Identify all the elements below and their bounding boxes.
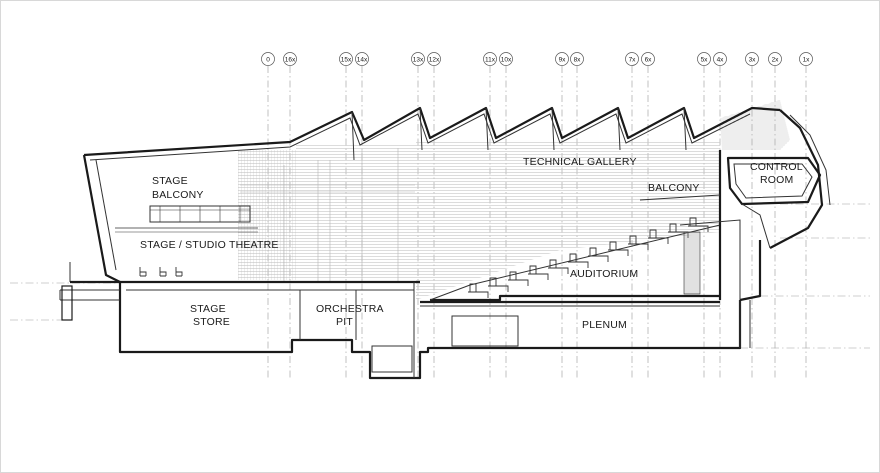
grid-marker-label: 2x <box>772 56 780 63</box>
balcony-structure <box>639 150 741 300</box>
grid-marker-label: 14x <box>357 56 368 63</box>
label-plenum: PLENUM <box>582 319 627 331</box>
grid-marker-label: 8x <box>574 56 582 63</box>
grid-marker-4x: 4x <box>713 52 727 66</box>
seat-row <box>488 277 509 292</box>
grid-marker-label: 10x <box>501 56 512 63</box>
hatched-volumes <box>238 100 790 300</box>
label-technical-gallery: TECHNICAL GALLERY <box>523 156 637 168</box>
grid-marker-5x: 5x <box>697 52 711 66</box>
label-stage-balcony-line1: STAGE <box>152 175 188 187</box>
grid-marker-6x: 6x <box>641 52 655 66</box>
stage-floor <box>120 267 420 284</box>
grid-marker-label: 0 <box>266 56 270 63</box>
seat-row <box>628 235 649 250</box>
label-orchestra-pit-line1: ORCHESTRA <box>316 303 384 315</box>
seat-row <box>548 259 569 274</box>
seat-row <box>688 217 709 232</box>
grid-marker-13x: 13x <box>411 52 425 66</box>
grid-markers: 0 16x 15x 14x 13x 12x 11x 10x 9x 8x 7x 6x 5x 4x 3x 2x 1x <box>261 52 813 66</box>
label-control-room-line2: ROOM <box>760 174 793 186</box>
roof-structure <box>83 106 781 161</box>
grid-marker-10x: 10x <box>499 52 513 66</box>
stage-left-wall <box>69 154 121 283</box>
label-balcony: BALCONY <box>648 182 700 194</box>
grid-marker-16x: 16x <box>283 52 297 66</box>
level-reference-lines <box>10 203 870 349</box>
seat-row <box>468 283 489 298</box>
seat-row <box>528 265 549 280</box>
grid-marker-label: 7x <box>629 56 637 63</box>
grid-marker-label: 4x <box>717 56 725 63</box>
seat-row <box>588 247 609 262</box>
stage-balcony-platform <box>115 205 258 233</box>
grid-marker-14x: 14x <box>355 52 369 66</box>
grid-marker-3x: 3x <box>745 52 759 66</box>
grid-marker-label: 1x <box>803 56 811 63</box>
grid-marker-label: 6x <box>645 56 653 63</box>
grid-marker-12x: 12x <box>427 52 441 66</box>
label-orchestra-pit-line2: PIT <box>336 316 353 328</box>
grid-marker-label: 13x <box>413 56 424 63</box>
label-auditorium: AUDITORIUM <box>570 268 638 280</box>
grid-marker-label: 15x <box>341 56 352 63</box>
grid-marker-11x: 11x <box>483 52 497 66</box>
grid-marker-label: 11x <box>485 56 496 63</box>
grid-marker-label: 16x <box>285 56 296 63</box>
grid-marker-2x: 2x <box>768 52 782 66</box>
seat-row <box>508 271 529 286</box>
grid-marker-15x: 15x <box>339 52 353 66</box>
grid-marker-0: 0 <box>261 52 275 66</box>
grid-lines <box>267 66 807 380</box>
grid-marker-label: 12x <box>429 56 440 63</box>
room-labels: STAGE BALCONY STAGE / STUDIO THEATRE STA… <box>140 156 803 331</box>
grid-marker-label: 5x <box>701 56 709 63</box>
seat-row <box>608 241 629 256</box>
label-stage-store-line1: STAGE <box>190 303 226 315</box>
label-control-room-line1: CONTROL <box>750 161 803 173</box>
grid-marker-label: 3x <box>749 56 757 63</box>
grid-marker-7x: 7x <box>625 52 639 66</box>
grid-marker-9x: 9x <box>555 52 569 66</box>
label-stage-store-line2: STORE <box>193 316 230 328</box>
label-stage-studio-theatre: STAGE / STUDIO THEATRE <box>140 239 279 251</box>
stage-rigging-lines <box>240 148 415 282</box>
grid-marker-8x: 8x <box>570 52 584 66</box>
control-room-enclosure <box>726 109 831 249</box>
seat-row <box>568 253 589 268</box>
plenum-structure <box>420 240 762 348</box>
lower-level <box>59 280 742 380</box>
seat-row <box>648 229 669 244</box>
label-stage-balcony-line2: BALCONY <box>152 189 204 201</box>
grid-marker-label: 9x <box>559 56 567 63</box>
grid-marker-1x: 1x <box>799 52 813 66</box>
